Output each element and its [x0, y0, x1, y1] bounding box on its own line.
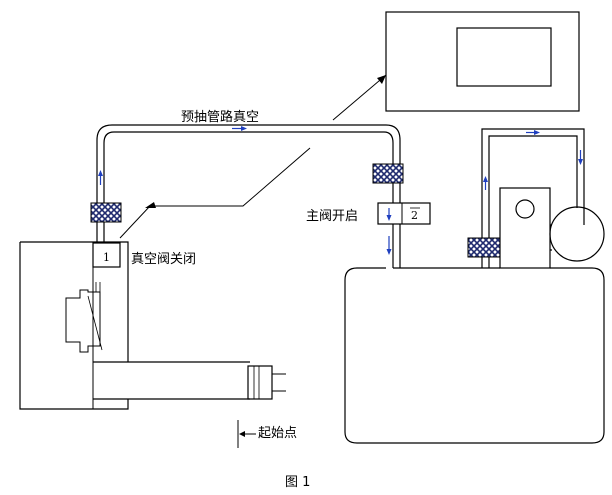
vacuum-valve-closed-label: 真空阀关闭	[131, 252, 196, 267]
vacuum-pipe	[96, 124, 401, 268]
vacuum-tank	[344, 267, 605, 444]
left-machine-body	[19, 241, 286, 410]
main-valve-open-label: 主阀开启	[306, 209, 358, 224]
pump-loop-arrows	[483, 130, 583, 190]
pipe-arrows	[98, 126, 247, 185]
start-point-label: 起始点	[258, 426, 297, 441]
monitor-display	[385, 11, 580, 112]
valve-1-number: 1	[103, 251, 110, 264]
main-valve-down-arrow	[386, 236, 392, 255]
pump-assembly	[481, 128, 605, 269]
pipe-vacuum-label: 预抽管路真空	[181, 109, 259, 125]
filter-pump	[467, 237, 501, 258]
figure-caption: 图 1	[285, 475, 310, 490]
valve-1: 1	[92, 242, 121, 268]
filter-right	[372, 163, 404, 184]
signal-line	[119, 74, 387, 239]
start-point-marker	[237, 420, 256, 448]
valve-2: 2	[377, 202, 431, 225]
valve-2-number: 2	[411, 209, 418, 222]
filter-left	[90, 202, 122, 223]
